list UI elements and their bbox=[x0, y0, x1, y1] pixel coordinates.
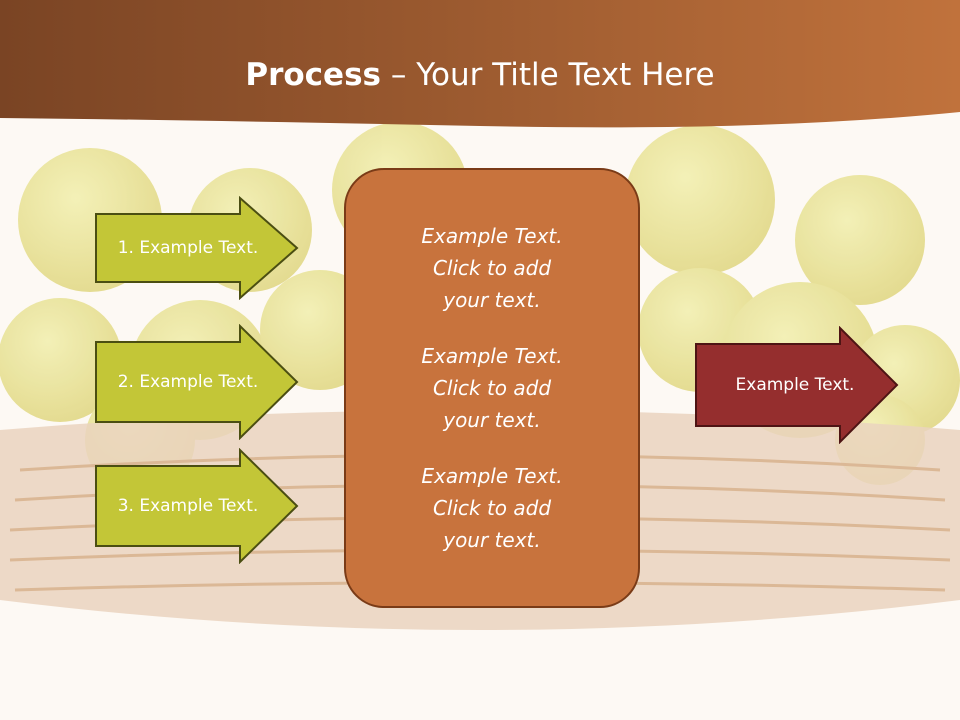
center-text-block-3: Example Text. Click to add your text. bbox=[362, 460, 622, 556]
process-arrow-2-label: 2. Example Text. bbox=[117, 372, 259, 392]
result-arrow[interactable]: Example Text. bbox=[694, 326, 900, 444]
text-line: Click to add bbox=[432, 496, 552, 520]
right-arrow-shape-icon bbox=[695, 326, 899, 444]
center-text-box[interactable]: Example Text. Click to add your text. Ex… bbox=[344, 168, 640, 608]
text-line: Click to add bbox=[432, 376, 552, 400]
text-line: Example Text. bbox=[421, 224, 563, 248]
text-line: your text. bbox=[443, 408, 541, 432]
right-arrow-shape-icon bbox=[95, 196, 299, 300]
text-line: your text. bbox=[443, 288, 541, 312]
result-arrow-label: Example Text. bbox=[735, 375, 855, 395]
process-arrow-3-label: 3. Example Text. bbox=[117, 496, 259, 516]
center-text-block-1: Example Text. Click to add your text. bbox=[362, 220, 622, 316]
text-line: your text. bbox=[443, 528, 541, 552]
text-line: Click to add bbox=[432, 256, 552, 280]
text-line: Example Text. bbox=[421, 344, 563, 368]
center-text-block-2: Example Text. Click to add your text. bbox=[362, 340, 622, 436]
right-arrow-shape-icon bbox=[95, 448, 299, 564]
title-rest-part: – Your Title Text Here bbox=[381, 57, 715, 93]
process-arrow-1[interactable]: 1. Example Text. bbox=[94, 196, 300, 300]
slide-title[interactable]: Process – Your Title Text Here bbox=[0, 52, 960, 98]
right-arrow-shape-icon bbox=[95, 324, 299, 440]
title-bold-part: Process bbox=[245, 57, 381, 93]
text-line: Example Text. bbox=[421, 464, 563, 488]
process-arrow-2[interactable]: 2. Example Text. bbox=[94, 324, 300, 440]
process-arrow-3[interactable]: 3. Example Text. bbox=[94, 448, 300, 564]
process-arrow-1-label: 1. Example Text. bbox=[117, 238, 259, 258]
header-band bbox=[0, 0, 960, 128]
